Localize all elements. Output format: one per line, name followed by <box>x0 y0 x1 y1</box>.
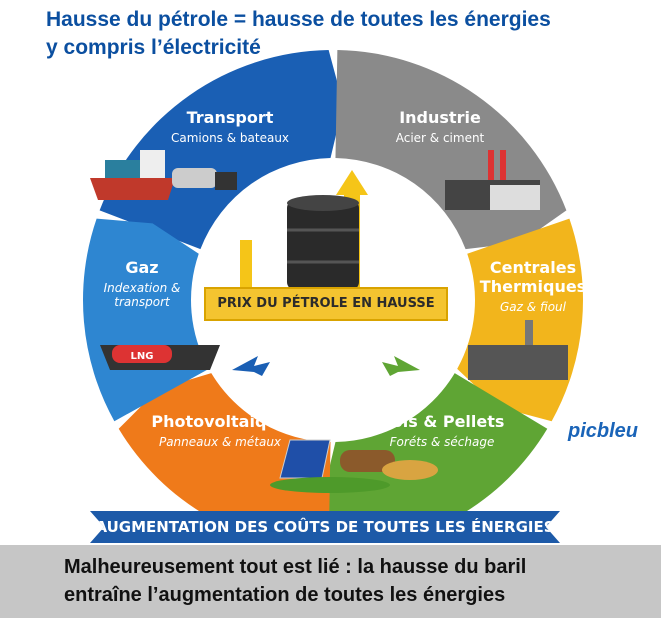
wood-logs-icon <box>340 450 438 480</box>
segment-title: Gaz <box>125 258 159 277</box>
segment-subtitle: Indexation & transport <box>103 281 181 309</box>
segment-industrie: Industrie Acier & ciment <box>370 108 510 145</box>
ship-truck-icon <box>90 150 237 200</box>
oil-barrel-icon <box>240 170 368 290</box>
factory-icon <box>445 150 540 210</box>
ring-segment-gaz <box>83 218 209 422</box>
segment-subtitle: Acier & ciment <box>395 131 485 145</box>
segment-gaz: Gaz Indexation & transport <box>92 258 192 309</box>
ring-segment-industrie <box>335 50 567 250</box>
picbleu-logo: picbleu <box>568 420 639 442</box>
footer-line-2: entraîne l’augmentation de toutes les én… <box>64 584 506 606</box>
segment-subtitle: Camions & bateaux <box>170 131 290 145</box>
segment-subtitle: Gaz & fioul <box>500 300 566 314</box>
title-line-2: y compris l’électricité <box>46 36 261 59</box>
power-plant-icon <box>468 320 568 380</box>
segment-title: Transport <box>186 108 274 127</box>
arrow-right-icon <box>382 356 420 376</box>
title-line-1: Hausse du pétrole = hausse de toutes les… <box>46 8 551 31</box>
segment-subtitle: Foréts & séchage <box>389 435 495 449</box>
center-banner: PRIX DU PÉTROLE EN HAUSSE <box>204 287 448 321</box>
segment-title: Industrie <box>399 108 481 127</box>
segment-title: Centrales Thermiques <box>479 258 587 296</box>
bottom-banner: AUGMENTATION DES COÛTS DE TOUTES LES ÉNE… <box>90 511 560 543</box>
page-title: Hausse du pétrole = hausse de toutes les… <box>46 6 551 62</box>
arrow-left-icon <box>232 356 270 376</box>
lng-label: LNG <box>131 351 154 362</box>
ring-segment-photovoltaique <box>118 373 331 528</box>
segment-subtitle: Panneaux & métaux <box>158 435 282 449</box>
segment-centrales: Centrales Thermiques Gaz & fioul <box>478 258 588 314</box>
segment-title: Bois & Pellets <box>379 412 505 431</box>
segment-bois: Bois & Pellets Foréts & séchage <box>372 412 512 449</box>
segment-transport: Transport Camions & bateaux <box>160 108 300 145</box>
footer-line-1: Malheureusement tout est lié : la hausse… <box>64 556 527 578</box>
segment-photovoltaique: Photovoltaique Panneaux & métaux <box>150 412 290 449</box>
solar-panel-icon <box>270 439 390 493</box>
footer: Malheureusement tout est lié : la hausse… <box>0 545 661 618</box>
segment-title: Photovoltaique <box>151 412 289 431</box>
lng-ship-icon: LNG <box>100 345 220 370</box>
